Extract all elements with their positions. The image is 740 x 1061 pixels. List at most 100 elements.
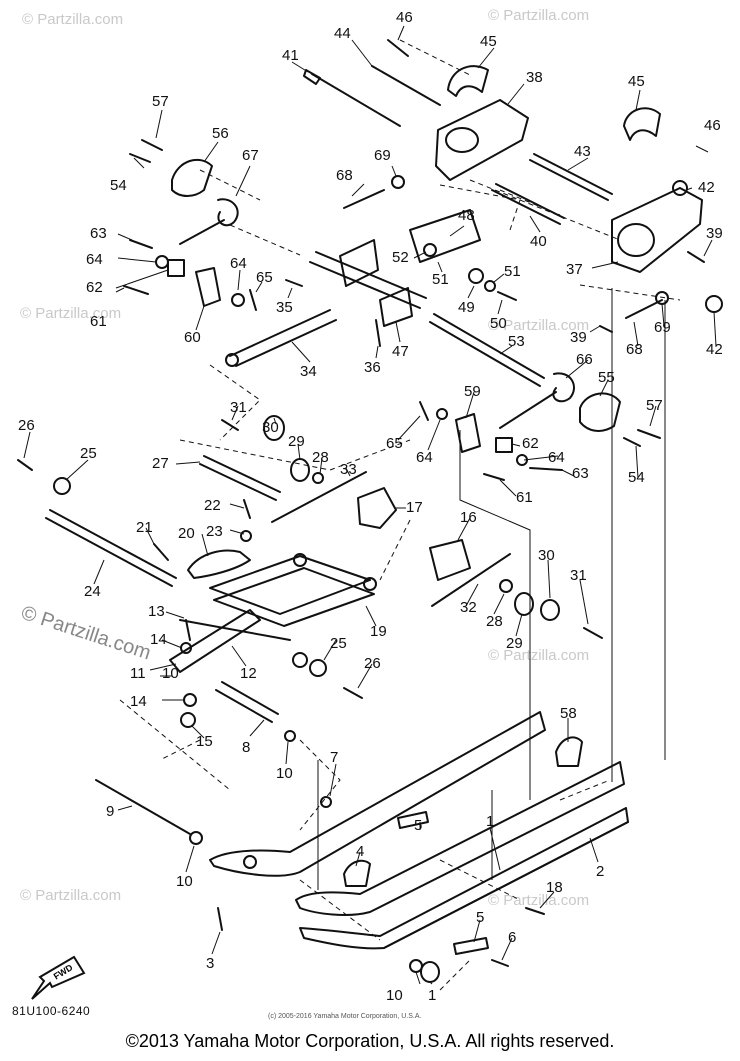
callout-61: 61	[516, 489, 533, 506]
bolt-44	[371, 65, 441, 106]
watermark: © Partzilla.com	[488, 317, 589, 334]
bolt-63-right	[529, 467, 563, 471]
callout-26: 26	[18, 417, 35, 434]
callout-66: 66	[576, 351, 593, 368]
washer-10-a	[284, 730, 296, 742]
callout-68: 68	[626, 341, 643, 358]
callout-49: 49	[458, 299, 475, 316]
callout-28: 28	[486, 613, 503, 630]
bolt-22	[243, 499, 251, 519]
watermark: © Partzilla.com	[488, 647, 589, 664]
callout-42: 42	[706, 341, 723, 358]
bracket-38	[435, 99, 529, 181]
callout-37: 37	[566, 261, 583, 278]
callout-27: 27	[152, 455, 169, 472]
callout-16: 16	[460, 509, 477, 526]
callout-26: 26	[364, 655, 381, 672]
washer-64-left	[155, 255, 169, 269]
watermark: © Partzilla.com	[20, 887, 121, 904]
callout-64: 64	[230, 255, 247, 272]
callout-50: 50	[490, 315, 507, 332]
bolt-63-left	[129, 239, 153, 249]
bolt-41	[311, 73, 401, 127]
diagram-code: 81U100-6240	[12, 1004, 91, 1018]
callout-10: 10	[386, 987, 403, 1004]
link-5-a	[397, 811, 429, 829]
callout-1: 1	[428, 987, 436, 1004]
shock-34	[229, 309, 331, 357]
pin-36	[375, 319, 381, 347]
slide-rail-1	[209, 711, 546, 877]
bushing-29-bottom	[514, 592, 534, 616]
watermark: © Partzilla.com	[20, 305, 121, 322]
callout-13: 13	[148, 603, 165, 620]
callout-12: 12	[240, 665, 257, 682]
bolt-61-right	[483, 473, 505, 481]
washer-69-top	[391, 175, 405, 189]
callout-46: 46	[396, 9, 413, 26]
callout-65: 65	[386, 435, 403, 452]
washer-52	[423, 243, 437, 257]
cap-45-right	[623, 107, 661, 141]
callout-64: 64	[86, 251, 103, 268]
callout-4: 4	[356, 843, 364, 860]
nut-42-top	[672, 180, 688, 196]
callout-9: 9	[106, 803, 114, 820]
callout-5: 5	[476, 909, 484, 926]
crossbar-47	[309, 261, 421, 309]
wear-strip-2	[383, 821, 629, 949]
callout-31: 31	[570, 567, 587, 584]
callout-67: 67	[242, 147, 259, 164]
callout-45: 45	[480, 33, 497, 50]
callout-14: 14	[130, 693, 147, 710]
spring-33	[271, 471, 367, 523]
callout-43: 43	[574, 143, 591, 160]
bolt-39-bottom	[599, 325, 613, 333]
callout-33: 33	[340, 461, 357, 478]
callout-21: 21	[136, 519, 153, 536]
bolt-68-bottom	[625, 299, 663, 319]
callout-8: 8	[242, 739, 250, 756]
nut-23	[240, 530, 252, 542]
nut-25-top	[53, 477, 71, 495]
callout-56: 56	[212, 125, 229, 142]
bolt-21	[153, 543, 169, 561]
callout-45: 45	[628, 73, 645, 90]
frame-19	[209, 555, 371, 615]
callout-65: 65	[256, 269, 273, 286]
bolt-6	[491, 959, 509, 967]
callout-30: 30	[538, 547, 555, 564]
callout-59: 59	[464, 383, 481, 400]
rod-27	[199, 463, 277, 501]
callout-39: 39	[706, 225, 723, 242]
leader-lines	[23, 25, 717, 985]
callout-18: 18	[546, 879, 563, 896]
axle-8	[215, 689, 273, 723]
pin-65-right	[419, 401, 429, 421]
callout-25: 25	[80, 445, 97, 462]
callout-47: 47	[392, 343, 409, 360]
callout-52: 52	[392, 249, 409, 266]
callout-40: 40	[530, 233, 547, 250]
callout-51: 51	[432, 271, 449, 288]
watermarks: © Partzilla.com © Partzilla.com © Partzi…	[18, 7, 589, 909]
callout-2: 2	[596, 863, 604, 880]
callout-29: 29	[288, 433, 305, 450]
callout-34: 34	[300, 363, 317, 380]
callout-29: 29	[506, 635, 523, 652]
callout-57: 57	[646, 397, 663, 414]
reference-lines	[317, 288, 666, 890]
callout-14: 14	[150, 631, 167, 648]
nut-1-bottom	[420, 961, 440, 983]
nut-42-bottom	[705, 295, 723, 313]
assembly-lines	[119, 39, 681, 991]
washer-10-b	[189, 831, 203, 845]
bushing-29-top	[290, 458, 310, 482]
callout-54: 54	[110, 177, 127, 194]
washer-64-mid	[231, 293, 245, 307]
callout-39: 39	[570, 329, 587, 346]
callout-68: 68	[336, 167, 353, 184]
callout-10: 10	[176, 873, 193, 890]
rod-43	[529, 159, 609, 201]
callout-58: 58	[560, 705, 577, 722]
